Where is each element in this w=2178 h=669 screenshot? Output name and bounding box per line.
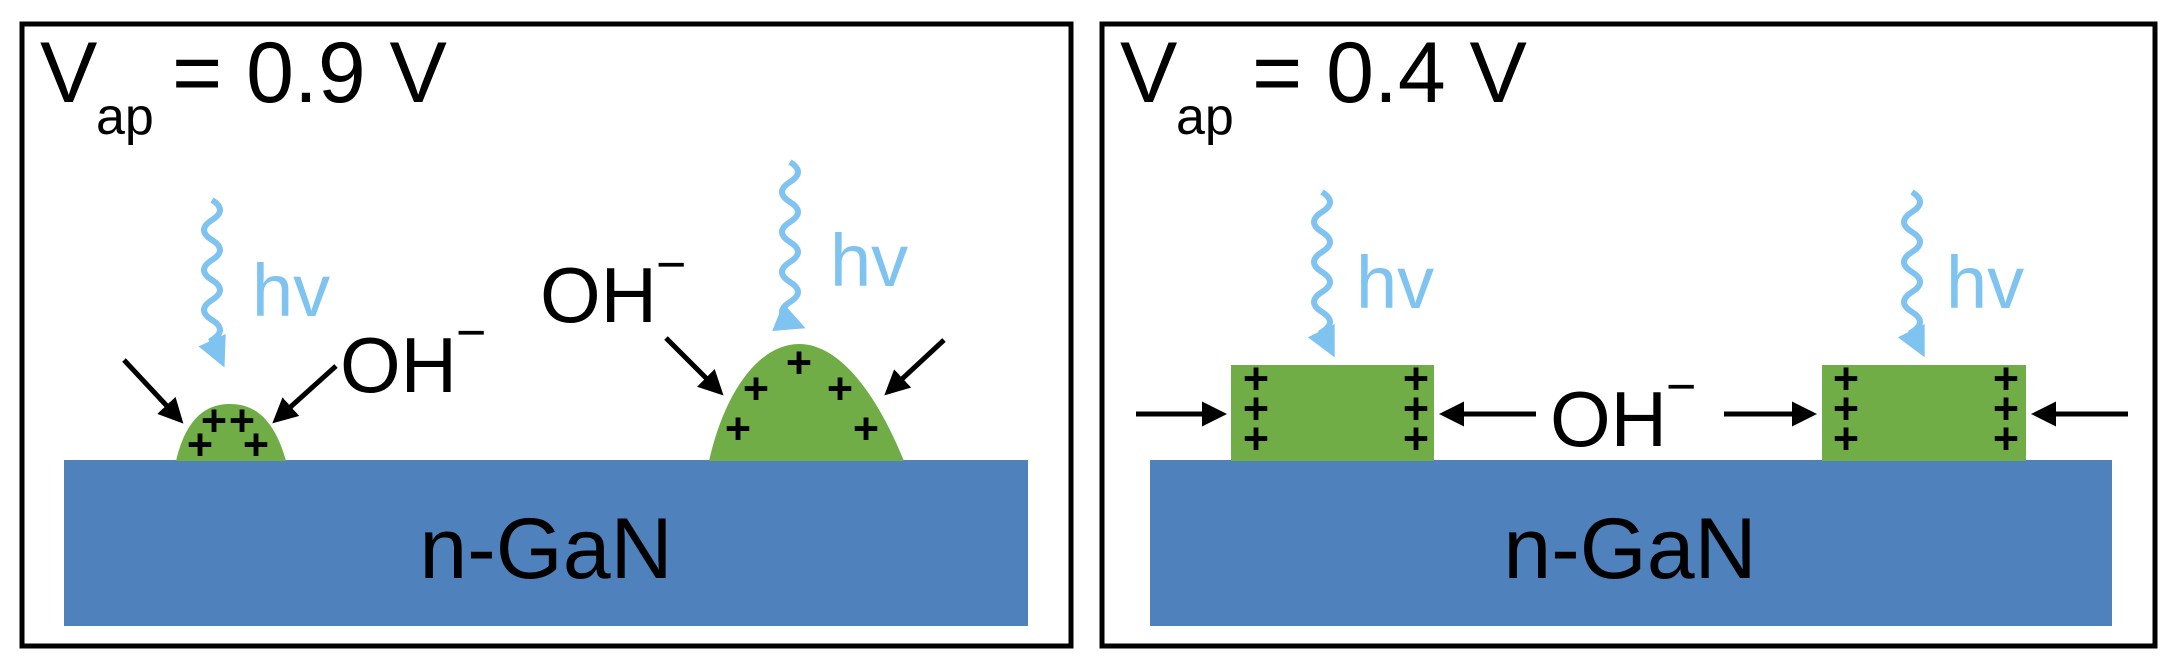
hydroxide-label: OH bbox=[540, 251, 657, 339]
charge-mark: + bbox=[187, 419, 212, 468]
flow-arrow-icon bbox=[884, 338, 946, 396]
photon-wave-icon bbox=[1307, 189, 1335, 358]
deposit-small bbox=[176, 404, 286, 461]
flow-arrow-icon bbox=[272, 364, 338, 424]
charge-mark: + bbox=[1403, 413, 1428, 462]
deposit-flat-right bbox=[1822, 365, 2026, 461]
charge-mark: + bbox=[1833, 413, 1858, 462]
charge-mark: + bbox=[1993, 413, 2018, 462]
flow-arrow-icon bbox=[664, 336, 724, 396]
photon-wave-icon bbox=[1897, 189, 1925, 358]
photon-label: hv bbox=[1356, 241, 1434, 324]
charge-mark: + bbox=[1993, 353, 2018, 402]
panel-high-voltage: V ap = 0.9 V n-GaN + + + + + + + + + hv … bbox=[19, 21, 1074, 649]
voltage-subscript: ap bbox=[1176, 88, 1234, 146]
hydroxide-charge: − bbox=[656, 236, 686, 294]
charge-mark: + bbox=[1833, 353, 1858, 402]
charge-mark: + bbox=[725, 403, 750, 452]
charge-mark: + bbox=[1403, 353, 1428, 402]
deposit-flat-left bbox=[1231, 365, 1434, 461]
voltage-label: V bbox=[1120, 25, 1177, 121]
charge-mark: + bbox=[827, 363, 852, 412]
charge-mark: + bbox=[243, 419, 268, 468]
hydroxide-charge: − bbox=[1666, 358, 1696, 416]
hydroxide-label: OH bbox=[1550, 375, 1667, 463]
photon-label: hv bbox=[252, 249, 330, 332]
deposit-large bbox=[709, 344, 904, 461]
charge-mark: + bbox=[1243, 353, 1268, 402]
panel-frame bbox=[19, 21, 1074, 649]
voltage-label: V bbox=[40, 25, 97, 121]
photon-wave-icon bbox=[772, 159, 806, 332]
voltage-subscript: ap bbox=[96, 88, 154, 146]
charge-mark: + bbox=[786, 337, 811, 386]
substrate bbox=[1150, 460, 2112, 626]
substrate bbox=[64, 460, 1028, 626]
photon-label: hv bbox=[830, 219, 908, 302]
hydroxide-label: OH bbox=[340, 321, 457, 409]
hydroxide-charge: − bbox=[456, 304, 486, 362]
charge-mark: + bbox=[229, 395, 254, 444]
flow-arrow-icon bbox=[122, 358, 184, 424]
charge-mark: + bbox=[1833, 383, 1858, 432]
charge-mark: + bbox=[201, 395, 226, 444]
charge-mark: + bbox=[1993, 383, 2018, 432]
photon-wave-icon bbox=[198, 197, 226, 368]
panel-low-voltage: V ap = 0.4 V n-GaN + + + + + + + + + + +… bbox=[1099, 21, 2158, 649]
panel-frame bbox=[1099, 21, 2158, 649]
substrate-label: n-GaN bbox=[419, 501, 672, 597]
photon-label: hv bbox=[1946, 241, 2024, 324]
voltage-value: = 0.4 V bbox=[1252, 25, 1527, 121]
charge-mark: + bbox=[1243, 383, 1268, 432]
substrate-label: n-GaN bbox=[1503, 501, 1756, 597]
charge-mark: + bbox=[1403, 383, 1428, 432]
charge-mark: + bbox=[853, 403, 878, 452]
voltage-value: = 0.9 V bbox=[172, 25, 447, 121]
charge-mark: + bbox=[1243, 413, 1268, 462]
charge-mark: + bbox=[743, 363, 768, 412]
